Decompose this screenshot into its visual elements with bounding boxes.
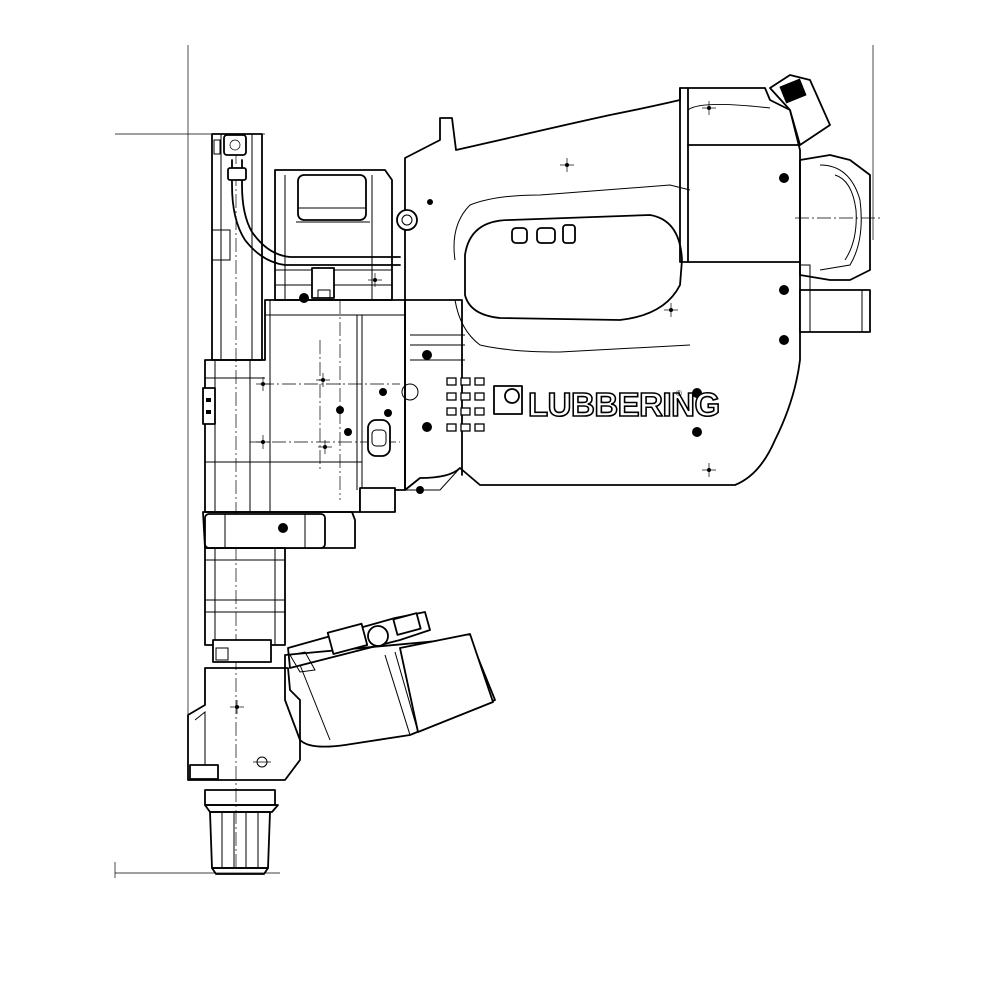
collar [202,511,356,549]
screw-icon [299,293,309,303]
target-marks [230,101,716,768]
handle-housing [404,87,801,491]
screw-icon [344,428,352,436]
screw-icon [692,427,702,437]
screw-icon [779,173,789,183]
target-mark-icon [560,158,574,172]
target-mark-icon [368,273,382,287]
main-body [202,299,419,513]
target-mark-icon [256,435,270,449]
power-connector [769,74,871,333]
heater-cartridge [284,611,496,748]
lower-shaft [204,547,286,663]
screw-icon [422,422,432,432]
nozzle-head [187,667,301,875]
screw-icon [422,350,432,360]
screw-icon [336,406,344,414]
feed-column [211,133,401,361]
screw-icon [779,335,789,345]
brand-name: LUBBERING [528,386,720,423]
target-mark-icon [253,756,271,768]
screw-icon [396,209,418,231]
screw-icon [379,388,387,396]
registered-mark: ® [676,389,682,398]
keypad-grid [446,377,485,432]
construction-lines [114,45,880,878]
screw-icon [779,285,789,295]
screw-icon [416,486,424,494]
screw-icon [692,388,702,398]
target-mark-icon [702,463,716,477]
screw-icon [427,199,433,205]
target-mark-icon [316,373,330,387]
screws [278,173,789,533]
target-mark-icon [256,377,270,391]
target-mark-icon [664,303,678,317]
feed-block-top [274,169,393,301]
screw-icon [384,409,392,417]
brand-logo-icon [493,385,523,415]
target-mark-icon [702,101,716,115]
target-mark-icon [318,440,332,454]
target-mark-icon [230,700,244,714]
screw-icon [278,523,288,533]
brand-logo: LUBBERING ® [493,385,721,424]
